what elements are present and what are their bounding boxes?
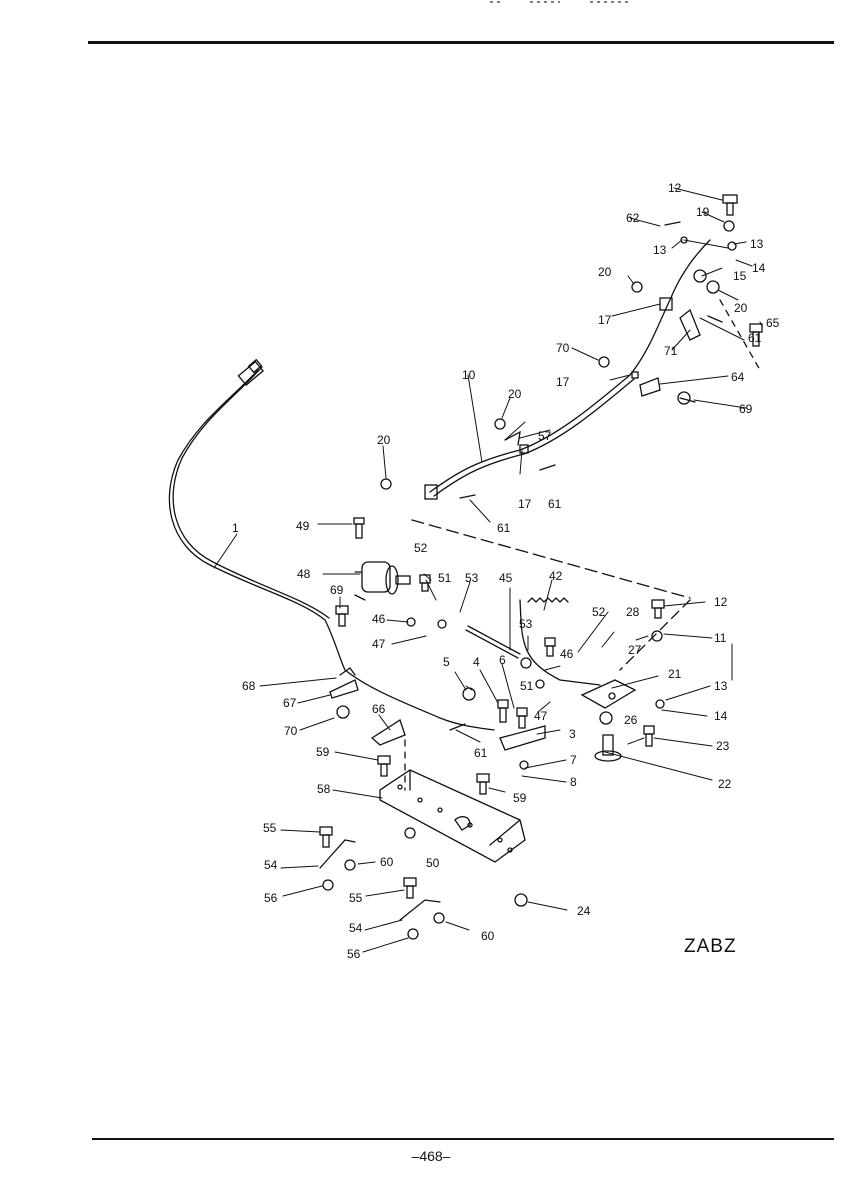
callout-61: 61 bbox=[748, 331, 762, 345]
callout-51b: 51 bbox=[520, 679, 534, 693]
callout-70: 70 bbox=[556, 341, 570, 355]
callout-66: 66 bbox=[372, 702, 386, 716]
callout-47b: 47 bbox=[534, 709, 548, 723]
callout-52: 52 bbox=[414, 541, 428, 555]
callout-46b: 46 bbox=[560, 647, 574, 661]
callout-27: 27 bbox=[628, 643, 642, 657]
callout-59b: 59 bbox=[513, 791, 527, 805]
callout-1: 1 bbox=[232, 521, 239, 535]
callout-60: 60 bbox=[380, 855, 394, 869]
callout-20c: 20 bbox=[508, 387, 522, 401]
callout-17c: 17 bbox=[518, 497, 532, 511]
callout-56: 56 bbox=[264, 891, 278, 905]
callout-70b: 70 bbox=[284, 724, 298, 738]
callout-64: 64 bbox=[731, 370, 745, 384]
rod-45 bbox=[465, 625, 521, 659]
small-parts bbox=[319, 194, 763, 940]
callout-47: 47 bbox=[372, 637, 386, 651]
callout-56b: 56 bbox=[347, 947, 361, 961]
cable-1 bbox=[168, 369, 495, 731]
callout-58: 58 bbox=[317, 782, 331, 796]
callout-48: 48 bbox=[297, 567, 311, 581]
callout-69: 69 bbox=[330, 583, 344, 597]
callout-14: 14 bbox=[752, 261, 766, 275]
callout-53: 53 bbox=[465, 571, 479, 585]
solenoid-48 bbox=[361, 561, 391, 593]
callout-7: 7 bbox=[570, 753, 577, 767]
callout-20b: 20 bbox=[734, 301, 748, 315]
callout-54: 54 bbox=[264, 858, 278, 872]
callout-55: 55 bbox=[263, 821, 277, 835]
callout-49: 49 bbox=[296, 519, 310, 533]
callout-53b: 53 bbox=[519, 617, 533, 631]
footer-rule bbox=[92, 1138, 834, 1140]
spring-42 bbox=[527, 597, 569, 603]
callout-50: 50 bbox=[426, 856, 440, 870]
callout-13c: 13 bbox=[714, 679, 728, 693]
callout-45: 45 bbox=[499, 571, 513, 585]
callout-19: 19 bbox=[696, 205, 710, 219]
callout-22: 22 bbox=[718, 777, 732, 791]
callout-54b: 54 bbox=[349, 921, 363, 935]
header-rule bbox=[88, 41, 834, 44]
callout-15: 15 bbox=[733, 269, 747, 283]
callout-12b: 12 bbox=[714, 595, 728, 609]
lever-3 bbox=[499, 725, 546, 751]
callout-12: 12 bbox=[668, 181, 682, 195]
cable-10 bbox=[429, 239, 711, 493]
callout-14b: 14 bbox=[714, 709, 728, 723]
callout-28: 28 bbox=[626, 605, 640, 619]
callout-62: 62 bbox=[626, 211, 640, 225]
callout-65: 65 bbox=[766, 316, 780, 330]
callout-21: 21 bbox=[668, 667, 682, 681]
callout-68: 68 bbox=[242, 679, 256, 693]
callout-57: 57 bbox=[538, 429, 552, 443]
page-number: –468– bbox=[411, 1148, 451, 1164]
top-edge-artifact bbox=[490, 0, 660, 4]
callout-46: 46 bbox=[372, 612, 386, 626]
callout-17: 17 bbox=[598, 313, 612, 327]
callout-71: 71 bbox=[664, 344, 678, 358]
callout-42: 42 bbox=[549, 569, 563, 583]
callout-labels: 1 3 4 5 6 7 8 10 11 12 12 13 13 13 14 14… bbox=[232, 181, 780, 961]
callout-6: 6 bbox=[499, 653, 506, 667]
figure-code: ZABZ bbox=[684, 936, 737, 957]
callout-13: 13 bbox=[653, 243, 667, 257]
plate-58 bbox=[379, 769, 526, 863]
callout-60b: 60 bbox=[481, 929, 495, 943]
callout-11: 11 bbox=[714, 631, 727, 645]
callout-51: 51 bbox=[438, 571, 452, 585]
callout-10: 10 bbox=[462, 368, 476, 382]
callout-20: 20 bbox=[598, 265, 612, 279]
callout-3: 3 bbox=[569, 727, 576, 741]
callout-20d: 20 bbox=[377, 433, 391, 447]
callout-59: 59 bbox=[316, 745, 330, 759]
callout-55b: 55 bbox=[349, 891, 363, 905]
callout-61c: 61 bbox=[497, 521, 511, 535]
callout-5: 5 bbox=[443, 655, 450, 669]
plate-21 bbox=[580, 679, 637, 709]
callout-52b: 52 bbox=[592, 605, 606, 619]
callout-61b: 61 bbox=[548, 497, 562, 511]
callout-8: 8 bbox=[570, 775, 577, 789]
callout-23: 23 bbox=[716, 739, 730, 753]
callout-69b: 69 bbox=[739, 402, 753, 416]
callout-24: 24 bbox=[577, 904, 591, 918]
callout-61d: 61 bbox=[474, 746, 488, 760]
callout-4: 4 bbox=[473, 655, 480, 669]
bracket-66 bbox=[370, 719, 406, 746]
callout-13b: 13 bbox=[750, 237, 764, 251]
callout-26: 26 bbox=[624, 713, 638, 727]
callout-17b: 17 bbox=[556, 375, 570, 389]
callout-67: 67 bbox=[283, 696, 297, 710]
